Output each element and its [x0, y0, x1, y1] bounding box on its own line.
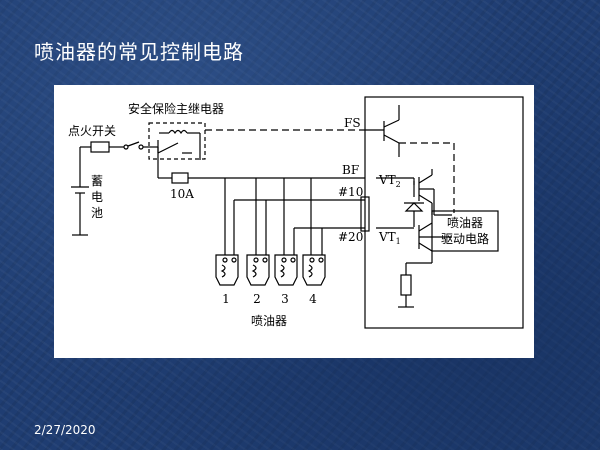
injector-number-1: 1 — [222, 292, 230, 306]
slide-date: 2/27/2020 — [34, 423, 96, 437]
resistor — [400, 274, 412, 296]
pin-fs-label: FS — [344, 116, 361, 130]
diode — [404, 202, 424, 212]
ignition-fuse — [90, 141, 110, 153]
injector-2 — [246, 254, 270, 286]
injector-number-3: 3 — [281, 292, 289, 306]
injector-3 — [274, 254, 298, 286]
pin-20-label: #20 — [338, 230, 363, 244]
relay-contact — [157, 142, 179, 154]
injector-number-2: 2 — [253, 292, 261, 306]
vt2-label: VT2 — [378, 173, 401, 189]
injector-4 — [302, 254, 326, 286]
relay-coil — [168, 129, 188, 135]
ecu-connector — [360, 196, 370, 232]
circuit-diagram-panel: 安全保险主继电器 点火开关 蓄 电 池 10A FS BF #10 #20 VT… — [54, 85, 534, 358]
pin-10-label: #10 — [338, 185, 363, 199]
pin-bf-label: BF — [342, 163, 359, 177]
relay-label: 安全保险主继电器 — [128, 101, 224, 116]
relay-box — [148, 122, 206, 160]
driver-label-1: 喷油器 — [447, 216, 483, 230]
ignition-switch-label: 点火开关 — [68, 124, 116, 138]
fuse-10a — [171, 172, 189, 184]
slide-title: 喷油器的常见控制电路 — [34, 40, 244, 64]
fuse-label: 10A — [170, 187, 194, 201]
injectors-label: 喷油器 — [251, 314, 287, 328]
injector-1 — [215, 254, 239, 286]
injector-control-circuit: 安全保险主继电器 点火开关 蓄 电 池 10A FS BF #10 #20 VT… — [68, 96, 524, 329]
driver-label-2: 驱动电路 — [441, 231, 489, 246]
vt1-label: VT1 — [378, 230, 401, 246]
battery-label-1: 蓄 — [91, 174, 103, 188]
injector-driver-box — [431, 210, 499, 252]
battery-label-2: 电 — [91, 190, 103, 204]
ecu-box — [364, 96, 524, 329]
ignition-switch — [127, 141, 140, 147]
battery-label-3: 池 — [91, 206, 103, 220]
injector-number-4: 4 — [309, 292, 317, 306]
